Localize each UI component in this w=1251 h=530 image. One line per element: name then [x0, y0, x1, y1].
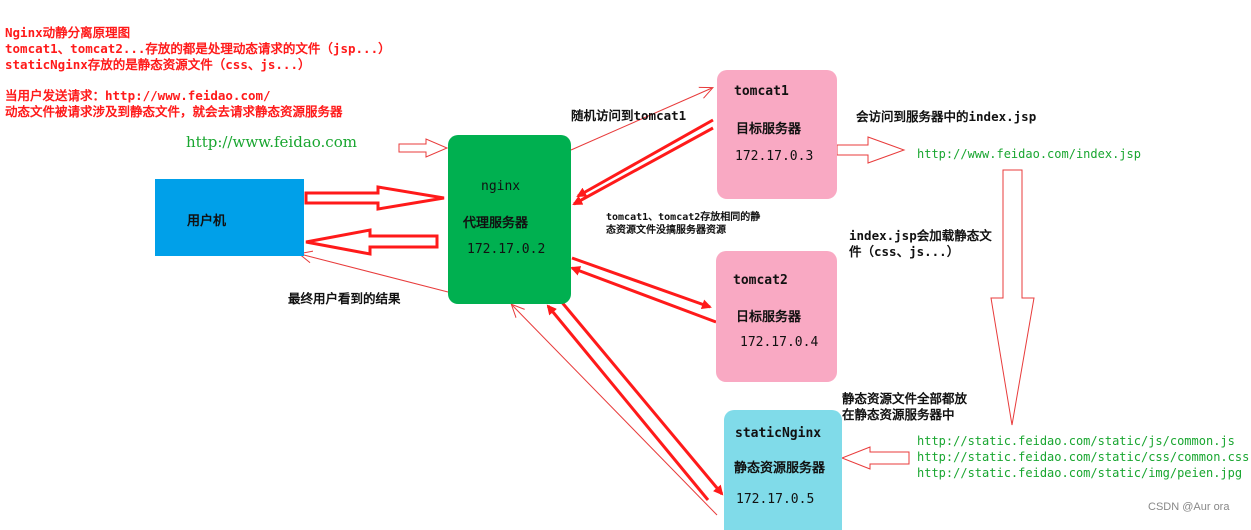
- nginx-proxy-box: nginx 代理服务器 172.17.0.2: [448, 135, 571, 304]
- same-files-note-line1: tomcat1、tomcat2存放相同的静: [606, 212, 761, 223]
- tomcat2-role: 日标服务器: [736, 310, 802, 325]
- static-to-nginx-arrow: [546, 304, 710, 501]
- intro-line-static: staticNginx存放的是静态资源文件（css、js...）: [5, 57, 311, 72]
- static-url-js: http://static.feidao.com/static/js/commo…: [917, 434, 1235, 448]
- intro-line-request: 当用户发送请求：http://www.feidao.com/: [5, 88, 271, 103]
- tomcat1-box: tomcat1 目标服务器 172.17.0.3: [717, 70, 837, 199]
- tomcat1-ip: 172.17.0.3: [735, 149, 814, 164]
- index-loads-note-line1: index.jsp会加载静态文: [849, 228, 992, 243]
- index-down-arrow: [990, 169, 1035, 426]
- urls-to-static-arrow: [840, 446, 910, 470]
- tomcat2-to-nginx-arrow: [570, 266, 717, 324]
- static-url-css: http://static.feidao.com/static/css/comm…: [917, 450, 1250, 464]
- nginx-ip: 172.17.0.2: [467, 242, 546, 257]
- user-url: http://www.feidao.com: [186, 133, 357, 151]
- nginx-name: nginx: [481, 179, 521, 194]
- same-files-note-line2: 态资源文件没搞服务器资源: [606, 225, 726, 236]
- tomcat2-box: tomcat2 日标服务器 172.17.0.4: [716, 251, 837, 382]
- intro-title: Nginx动静分离原理图: [5, 25, 131, 40]
- nginx-to-user-arrow: [305, 228, 439, 256]
- nginx-to-tomcat2-arrow: [571, 256, 712, 310]
- user-to-nginx-arrow: [304, 185, 445, 211]
- watermark: CSDN @Aur ora: [1148, 501, 1230, 513]
- final-result-label: 最终用户看到的结果: [288, 291, 401, 306]
- user-machine-label: 用户机: [187, 214, 227, 229]
- static-all-note-line1: 静态资源文件全部都放: [842, 391, 968, 406]
- tomcat2-name: tomcat2: [733, 273, 788, 288]
- url-to-nginx-arrow: [398, 138, 449, 158]
- static-url-img: http://static.feidao.com/static/img/peie…: [917, 466, 1243, 480]
- tomcat1-role: 目标服务器: [736, 122, 802, 137]
- nginx-to-user-result-line: [300, 254, 449, 293]
- tomcat1-name: tomcat1: [734, 84, 789, 99]
- static-nginx-box: staticNginx 静态资源服务器 172.17.0.5: [724, 410, 842, 530]
- static-nginx-name: staticNginx: [735, 426, 822, 441]
- static-nginx-role: 静态资源服务器: [734, 461, 826, 476]
- access-index-label: 会访问到服务器中的index.jsp: [856, 109, 1037, 124]
- static-nginx-ip: 172.17.0.5: [736, 492, 815, 507]
- index-loads-note-line2: 件（css、js...）: [849, 244, 960, 259]
- nginx-to-tomcat1-line: [570, 88, 712, 151]
- nginx-to-static-arrow: [558, 299, 724, 496]
- intro-line-dynamic: 动态文件被请求涉及到静态文件，就会去请求静态资源服务器: [5, 104, 343, 119]
- user-machine-box: 用户机: [155, 179, 304, 256]
- intro-line-tomcat: tomcat1、tomcat2...存放的都是处理动态请求的文件（jsp...）: [5, 41, 391, 56]
- static-to-nginx-thin-line: [512, 305, 718, 516]
- static-all-note-line2: 在静态资源服务器中: [842, 407, 955, 422]
- tomcat1-to-nginx-arrow: [576, 118, 714, 198]
- random-access-label: 随机访问到tomcat1: [571, 108, 687, 123]
- tomcat2-ip: 172.17.0.4: [740, 335, 819, 350]
- nginx-role: 代理服务器: [463, 216, 529, 231]
- index-url-label: http://www.feidao.com/index.jsp: [917, 147, 1141, 161]
- tomcat1-to-index-arrow: [836, 136, 906, 164]
